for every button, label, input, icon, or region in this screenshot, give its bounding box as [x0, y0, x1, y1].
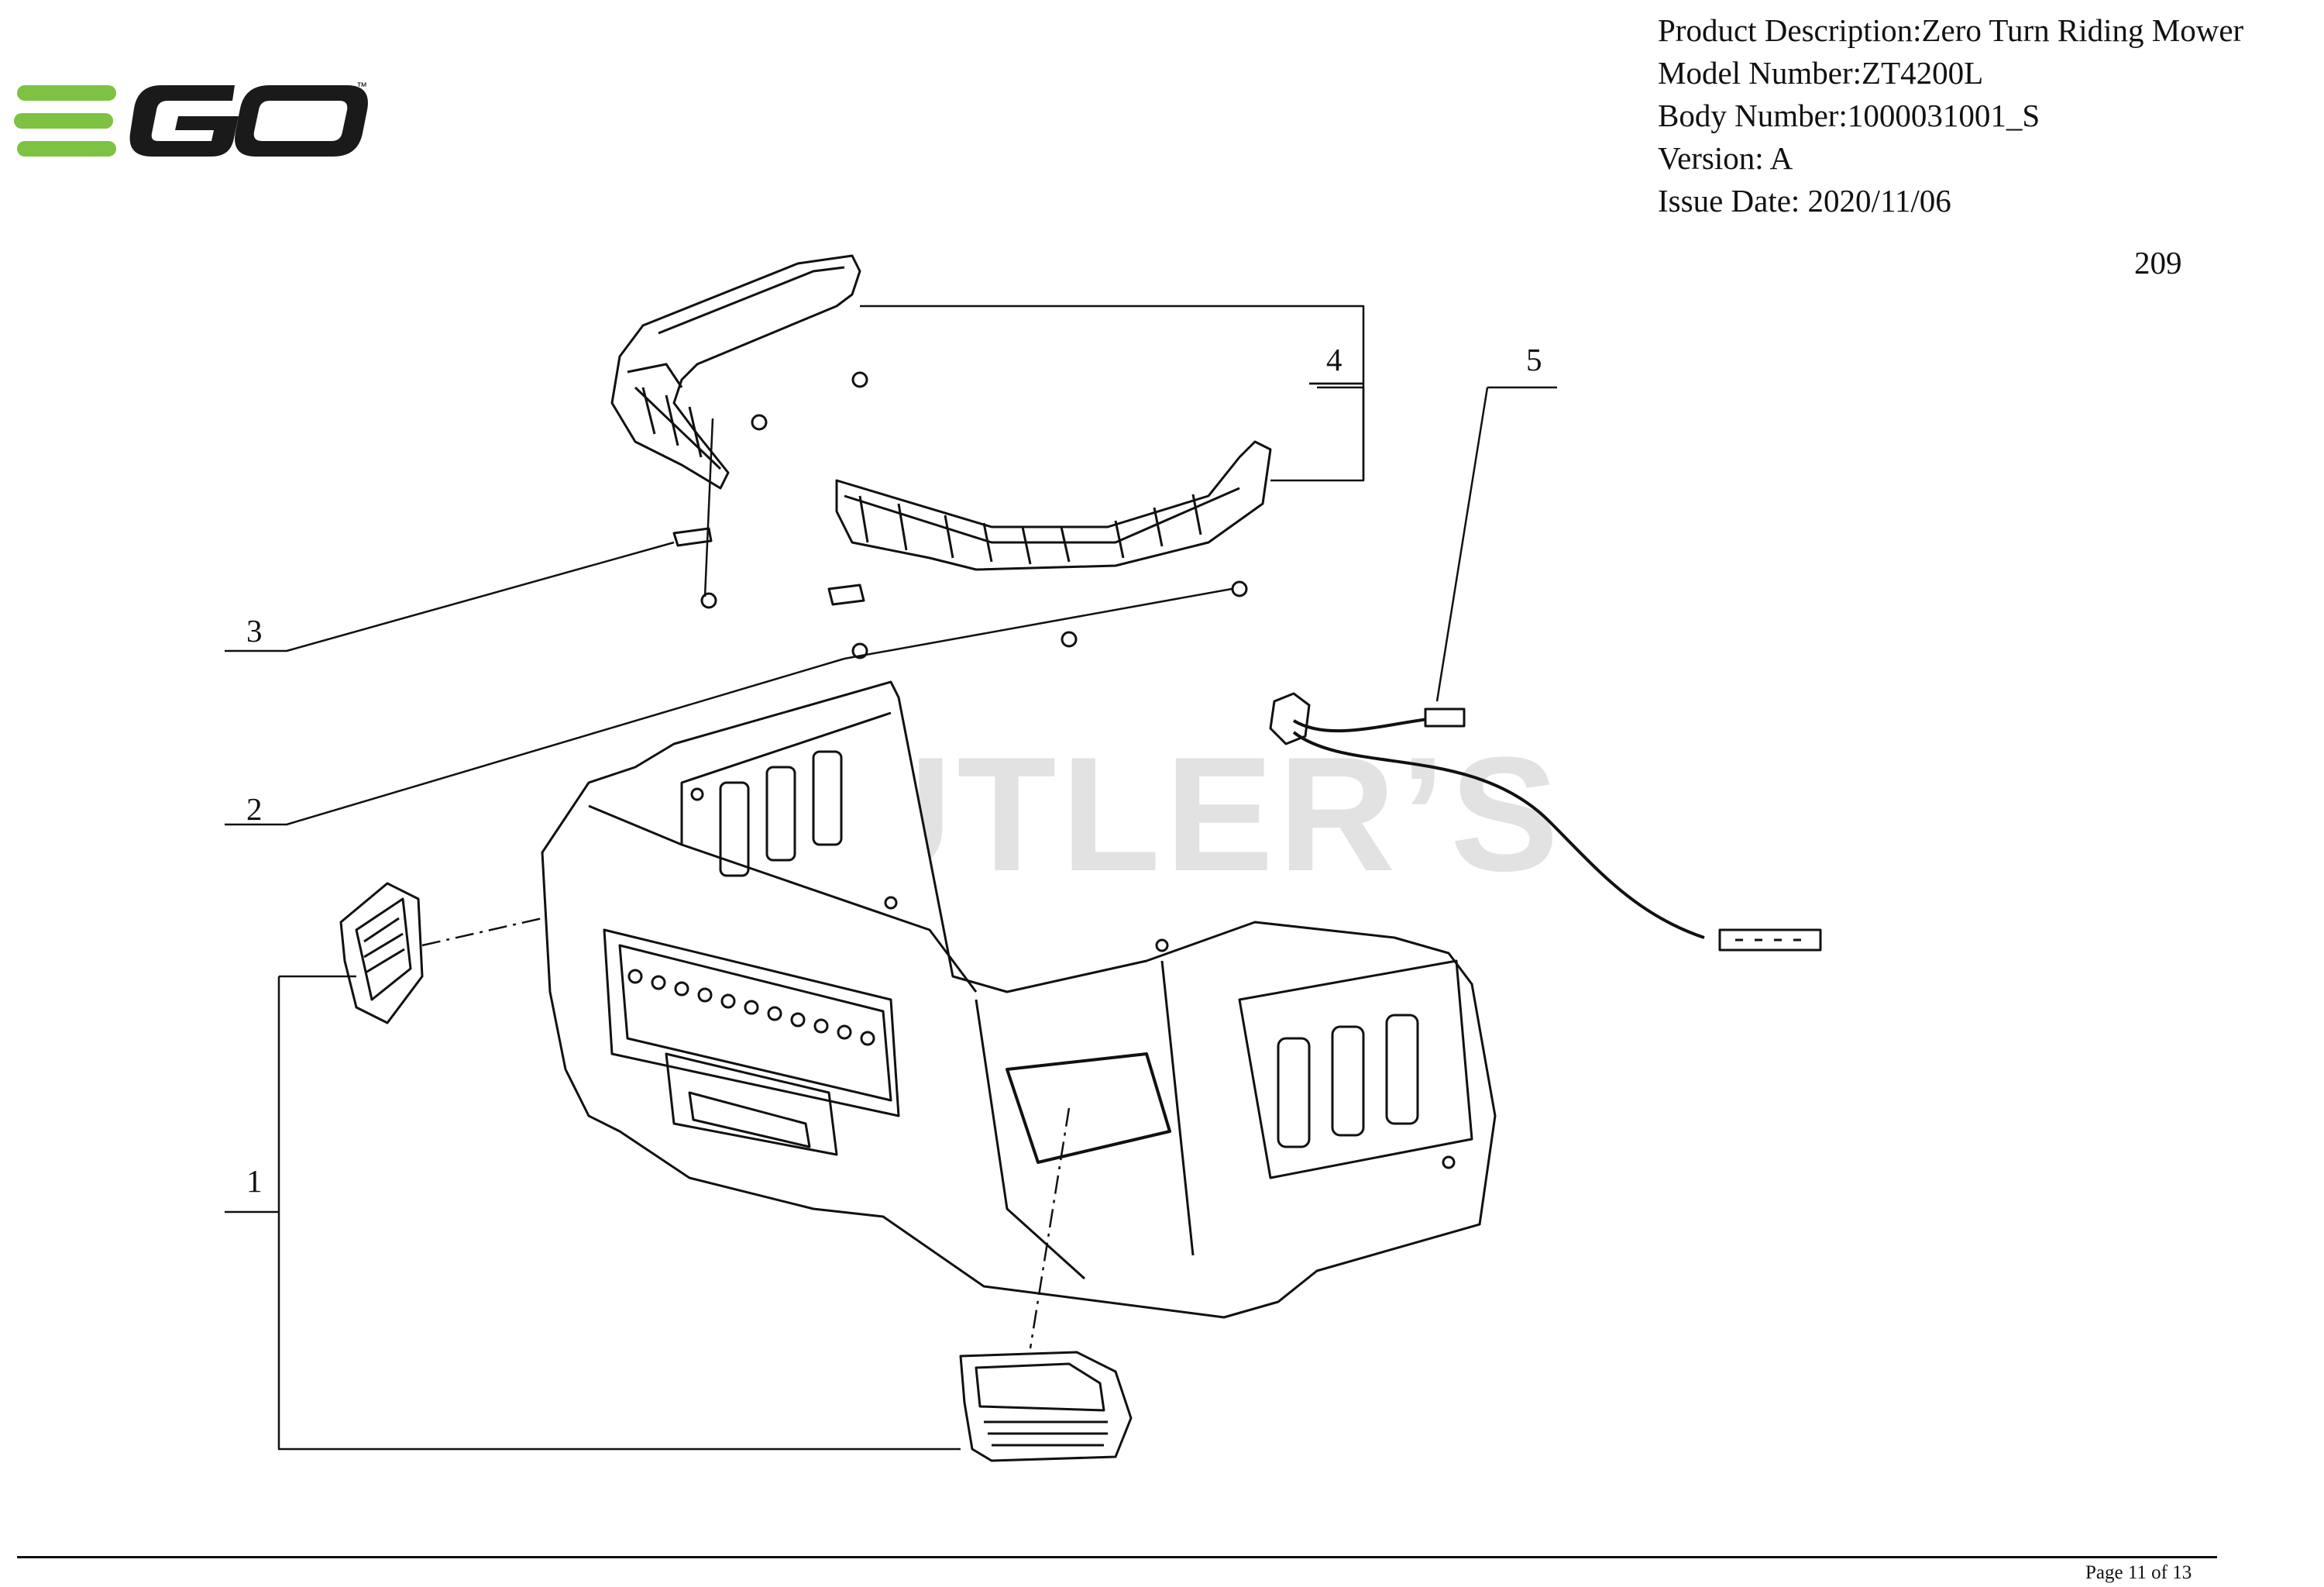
callout-4: 4: [1326, 342, 1342, 377]
page-footer: Page 11 of 13: [2085, 1562, 2192, 1583]
version: Version: A: [1658, 140, 1793, 176]
screws-part-2: [700, 371, 1248, 659]
diagram-number: 209: [2134, 245, 2182, 281]
footer-rule: [17, 1556, 2217, 1558]
ego-logo: ™: [14, 80, 368, 157]
armrest-pad-left: [610, 254, 861, 490]
issue-date: Issue Date: 2020/11/06: [1658, 183, 1951, 219]
callout-2: 2: [246, 791, 263, 827]
body-number: Body Number:1000031001_S: [1658, 98, 2040, 133]
vent-grille-bottom: [959, 1351, 1133, 1462]
leader-lines: [225, 305, 1557, 1451]
model-number: Model Number:ZT4200L: [1658, 55, 1984, 91]
product-description: Product Description:Zero Turn Riding Mow…: [1658, 12, 2244, 48]
light-bar-leds: [627, 969, 875, 1046]
callout-5: 5: [1526, 342, 1542, 377]
header-info: Product Description:Zero Turn Riding Mow…: [1658, 9, 2243, 222]
trademark-symbol: ™: [356, 80, 367, 92]
callout-3: 3: [246, 613, 263, 649]
armrest-pad-right: [835, 440, 1272, 571]
clip-part-3: [672, 527, 865, 606]
wire-harness: [1269, 692, 1822, 952]
rear-fender-body: [541, 680, 1497, 1319]
side-grille-left: [339, 882, 424, 1024]
callout-1: 1: [246, 1163, 263, 1199]
